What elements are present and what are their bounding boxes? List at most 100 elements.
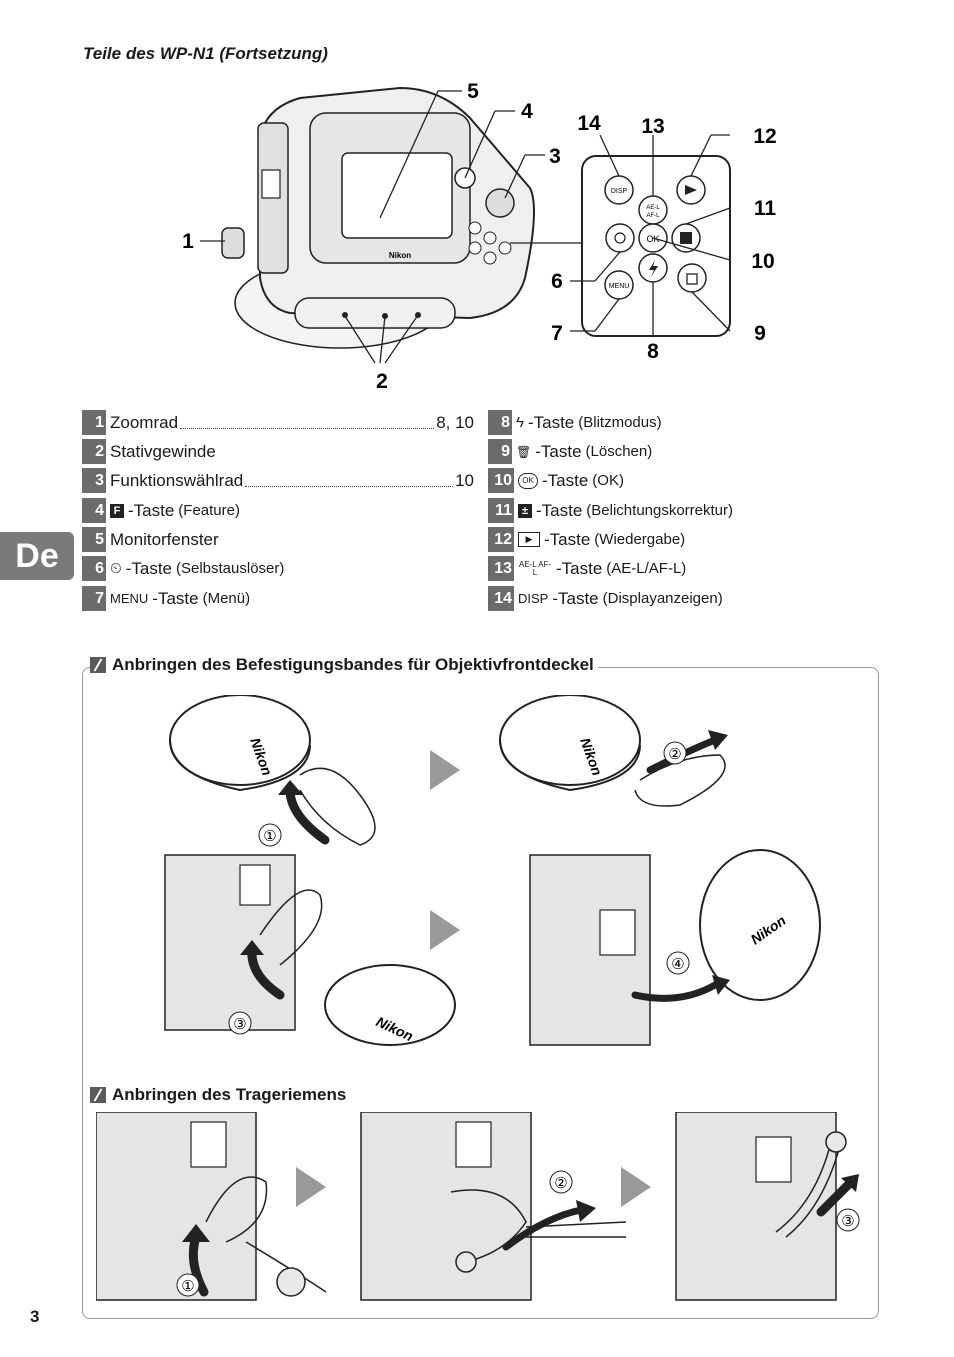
page-number: 3 xyxy=(30,1307,40,1326)
part-desc: (OK) xyxy=(592,472,624,489)
monitor-window xyxy=(341,152,453,239)
ael-button-label-top: AE-L xyxy=(646,205,660,211)
parts-row: 5 Monitorfenster xyxy=(82,527,474,552)
disp-icon: DISP xyxy=(518,591,549,606)
parts-row: 6 ⏲ -Taste (Selbstauslöser) xyxy=(82,556,474,581)
part-desc: (Belichtungskorrektur) xyxy=(586,502,734,519)
part-number: 11 xyxy=(488,498,514,523)
part-label: -Taste xyxy=(527,412,575,432)
parts-row: 3 Funktionswählrad 10 xyxy=(82,468,474,493)
section-header-cap: Anbringen des Befestigungsbandes für Obj… xyxy=(90,655,598,675)
parts-row: 11 ± -Taste (Belichtungskorrektur) xyxy=(488,498,733,523)
lens-cap xyxy=(699,849,821,1001)
part-number: 4 xyxy=(82,498,106,523)
ok-button-label: OK xyxy=(646,234,659,244)
part-desc: (Menü) xyxy=(202,590,251,607)
step-3-label: ③ xyxy=(233,1016,246,1033)
housing-brand: Nikon xyxy=(389,251,411,260)
part-label: -Taste xyxy=(544,529,591,549)
disp-button-label: DISP xyxy=(611,188,628,195)
exposure-comp-icon: ± xyxy=(518,503,532,518)
part-label: -Taste xyxy=(552,588,599,608)
housing-illustration: Nikon 1 2 3 4 5 DISP AE-L AF-L OK MENU xyxy=(182,80,777,393)
callout-9: 9 xyxy=(754,322,766,345)
callout-4: 4 xyxy=(521,100,533,123)
menu-icon: MENU xyxy=(110,591,149,606)
page-title: Teile des WP-N1 (Fortsetzung) xyxy=(83,44,328,63)
part-desc: (Feature) xyxy=(178,502,240,519)
part-number: 13 xyxy=(488,556,514,581)
strap-attach-illustration: ① ② ③ xyxy=(96,1112,860,1301)
parts-row: 14 DISP -Taste (Displayanzeigen) xyxy=(488,586,723,611)
callout-12: 12 xyxy=(753,125,776,148)
step-3-label: ③ xyxy=(841,1213,854,1230)
step-4-label: ④ xyxy=(671,956,684,973)
callout-6: 6 xyxy=(551,270,563,293)
part-label: Monitorfenster xyxy=(110,529,219,549)
callout-1: 1 xyxy=(182,230,194,253)
part-label: -Taste xyxy=(556,558,603,578)
parts-row: 13 AE-L AF-L -Taste (AE-L/AF-L) xyxy=(488,556,686,581)
part-number: 7 xyxy=(82,586,106,611)
parts-row: 12 ▶ -Taste (Wiedergabe) xyxy=(488,527,685,552)
parts-row: 7 MENU -Taste (Menü) xyxy=(82,586,474,611)
part-page-ref: 8, 10 xyxy=(436,412,474,432)
parts-row: 2 Stativgewinde xyxy=(82,439,474,464)
step-2-label: ② xyxy=(554,1175,567,1192)
part-number: 8 xyxy=(488,410,512,435)
part-number: 9 xyxy=(488,439,512,464)
part-label: -Taste xyxy=(125,558,172,578)
parts-row: 8 ϟ -Taste (Blitzmodus) xyxy=(488,410,662,435)
step-1-label: ① xyxy=(263,828,276,845)
part-label: Stativgewinde xyxy=(110,441,216,461)
part-desc: (Blitzmodus) xyxy=(578,414,662,431)
part-label: Funktionswählrad xyxy=(110,470,244,490)
housing-detail xyxy=(360,1112,532,1301)
selftimer-button xyxy=(605,223,635,253)
part-page-ref: 10 xyxy=(455,470,474,490)
self-timer-icon: ⏲ xyxy=(110,560,122,577)
section-header-strap: Anbringen des Trageriemens xyxy=(90,1085,351,1105)
zoom-wheel xyxy=(221,227,245,259)
callout-11: 11 xyxy=(754,197,777,220)
parts-row: 1 Zoomrad 8, 10 xyxy=(82,410,474,435)
parts-row: 10 OK -Taste (OK) xyxy=(488,468,624,493)
callout-2: 2 xyxy=(376,370,388,393)
menu-button-label: MENU xyxy=(609,283,630,290)
note-pen-icon xyxy=(90,1087,106,1103)
part-number: 12 xyxy=(488,527,514,552)
part-number: 6 xyxy=(82,556,106,581)
callout-13: 13 xyxy=(641,115,664,138)
step-1-label: ① xyxy=(181,1278,194,1295)
part-number: 1 xyxy=(82,410,106,435)
part-number: 10 xyxy=(488,468,514,493)
section-title-strap: Anbringen des Trageriemens xyxy=(112,1085,347,1104)
ok-icon: OK xyxy=(518,472,538,489)
part-desc: (Displayanzeigen) xyxy=(602,590,723,607)
part-label: -Taste xyxy=(535,441,582,461)
part-desc: (Selbstauslöser) xyxy=(176,560,285,577)
parts-row: 4 F -Taste (Feature) xyxy=(82,498,474,523)
part-desc: (Wiedergabe) xyxy=(594,531,686,548)
part-number: 5 xyxy=(82,527,106,552)
callout-5: 5 xyxy=(467,80,479,103)
part-label: Zoomrad xyxy=(110,412,179,432)
part-desc: (Löschen) xyxy=(585,443,653,460)
feature-icon: F xyxy=(110,503,124,518)
playback-icon: ▶ xyxy=(518,532,540,547)
callout-3: 3 xyxy=(549,145,561,168)
tripod-base xyxy=(294,297,456,329)
note-pen-icon xyxy=(90,657,106,673)
language-tab: De xyxy=(0,532,74,580)
callout-8: 8 xyxy=(647,340,659,363)
section-title-cap: Anbringen des Befestigungsbandes für Obj… xyxy=(112,655,594,674)
part-label: -Taste xyxy=(128,500,175,520)
part-desc: (AE-L/AF-L) xyxy=(606,560,687,577)
housing-detail xyxy=(164,854,296,1031)
part-label: -Taste xyxy=(536,500,583,520)
part-number: 3 xyxy=(82,468,106,493)
delete-button xyxy=(677,263,707,293)
callout-14: 14 xyxy=(577,112,601,135)
ael-afl-icon: AE-L AF-L xyxy=(518,559,552,577)
part-label: -Taste xyxy=(542,470,589,490)
